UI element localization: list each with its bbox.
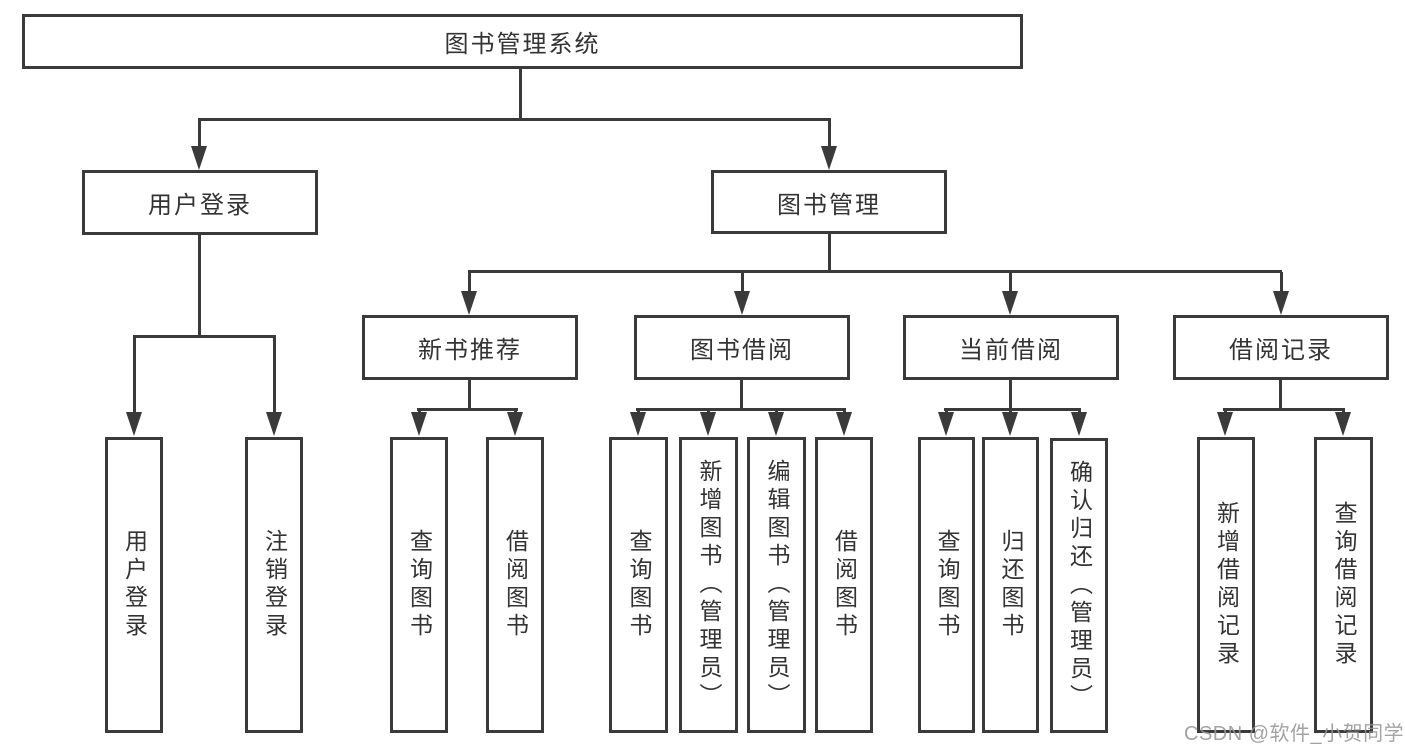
node-label: 借阅记录 <box>1229 337 1333 364</box>
leaf-logout: 注销登录 <box>245 437 303 733</box>
connector-bar-user-login <box>133 335 276 338</box>
node-borrowing-records: 借阅记录 <box>1173 315 1389 380</box>
arrow-down-icon <box>126 337 142 436</box>
leaf-confirm-return-admin: 确认归还（管理员） <box>1050 438 1108 733</box>
arrow-down-icon <box>938 410 954 436</box>
leaf-borrow-books-2: 借阅图书 <box>815 437 873 733</box>
leaf-query-borrow-record: 查询借阅记录 <box>1314 437 1373 733</box>
arrow-down-icon <box>700 410 716 436</box>
leaf-user-login: 用户登录 <box>105 437 163 733</box>
node-label: 当前借阅 <box>959 337 1063 364</box>
arrow-down-icon <box>191 120 207 170</box>
leaf-query-books-2: 查询图书 <box>609 437 668 733</box>
node-new-book-recommendation: 新书推荐 <box>362 315 578 380</box>
connector-book-borrow-stem <box>740 380 743 411</box>
connector-book-mgmt-stem <box>828 234 831 273</box>
connector-current-borrow-stem <box>1009 380 1012 411</box>
node-book-management: 图书管理 <box>711 170 947 234</box>
arrow-down-icon <box>821 120 837 170</box>
node-label: 借阅图书 <box>831 529 858 641</box>
node-label: 查询借阅记录 <box>1331 501 1357 669</box>
csdn-watermark: CSDN @软件_小贺同学 <box>1184 723 1405 745</box>
connector-record-stem <box>1279 380 1282 411</box>
arrow-down-icon <box>507 410 523 436</box>
node-label: 图书管理 <box>777 191 881 219</box>
node-user-login-group: 用户登录 <box>82 170 318 235</box>
node-label: 确认归还（管理员） <box>1066 459 1093 712</box>
arrow-down-icon <box>734 272 750 315</box>
arrow-down-icon <box>1217 410 1233 436</box>
arrow-down-icon <box>1335 410 1351 436</box>
node-label: 新增图书（管理员） <box>696 459 722 711</box>
node-label: 查询图书 <box>626 529 652 641</box>
node-label: 图书管理系统 <box>444 31 601 58</box>
leaf-add-books-admin: 新增图书（管理员） <box>679 437 738 733</box>
leaf-return-books: 归还图书 <box>982 437 1039 733</box>
arrow-down-icon <box>836 410 852 436</box>
leaf-query-books-1: 查询图书 <box>390 437 448 733</box>
connector-bar-new-book <box>417 408 518 411</box>
arrow-down-icon <box>461 272 477 315</box>
node-label: 注销登录 <box>261 529 288 641</box>
arrow-down-icon <box>411 410 427 436</box>
connector-bar-record <box>1223 408 1345 411</box>
node-label: 编辑图书（管理员） <box>764 459 790 711</box>
connector-new-book-stem <box>468 380 471 411</box>
connector-user-login-stem <box>198 235 201 338</box>
node-book-borrowing: 图书借阅 <box>634 315 850 380</box>
connector-bar-current-borrow <box>944 408 1081 411</box>
node-label: 用户登录 <box>148 192 252 219</box>
leaf-add-borrow-record: 新增借阅记录 <box>1197 437 1255 733</box>
leaf-borrow-books-1: 借阅图书 <box>486 437 544 733</box>
connector-bar-level2 <box>198 118 831 121</box>
node-label: 新增借阅记录 <box>1213 501 1240 669</box>
node-label: 图书借阅 <box>690 337 794 364</box>
connector-bar-level3 <box>468 270 1282 273</box>
arrow-down-icon <box>266 337 282 436</box>
node-label: 查询图书 <box>934 529 960 641</box>
arrow-down-icon <box>1071 410 1087 436</box>
node-label: 查询图书 <box>406 529 433 641</box>
connector-root-stem <box>519 69 522 121</box>
arrow-down-icon <box>1002 272 1018 315</box>
node-library-management-system: 图书管理系统 <box>22 14 1023 69</box>
arrow-down-icon <box>1002 410 1018 436</box>
arrow-down-icon <box>630 410 646 436</box>
leaf-edit-books-admin: 编辑图书（管理员） <box>747 437 806 733</box>
arrow-down-icon <box>1273 272 1289 315</box>
connector-bar-book-borrow <box>636 408 846 411</box>
node-label: 借阅图书 <box>502 529 529 641</box>
arrow-down-icon <box>768 410 784 436</box>
node-label: 用户登录 <box>121 529 148 641</box>
leaf-query-books-3: 查询图书 <box>918 437 975 733</box>
node-label: 归还图书 <box>998 529 1024 641</box>
node-current-borrowing: 当前借阅 <box>903 315 1119 380</box>
node-label: 新书推荐 <box>418 337 522 364</box>
